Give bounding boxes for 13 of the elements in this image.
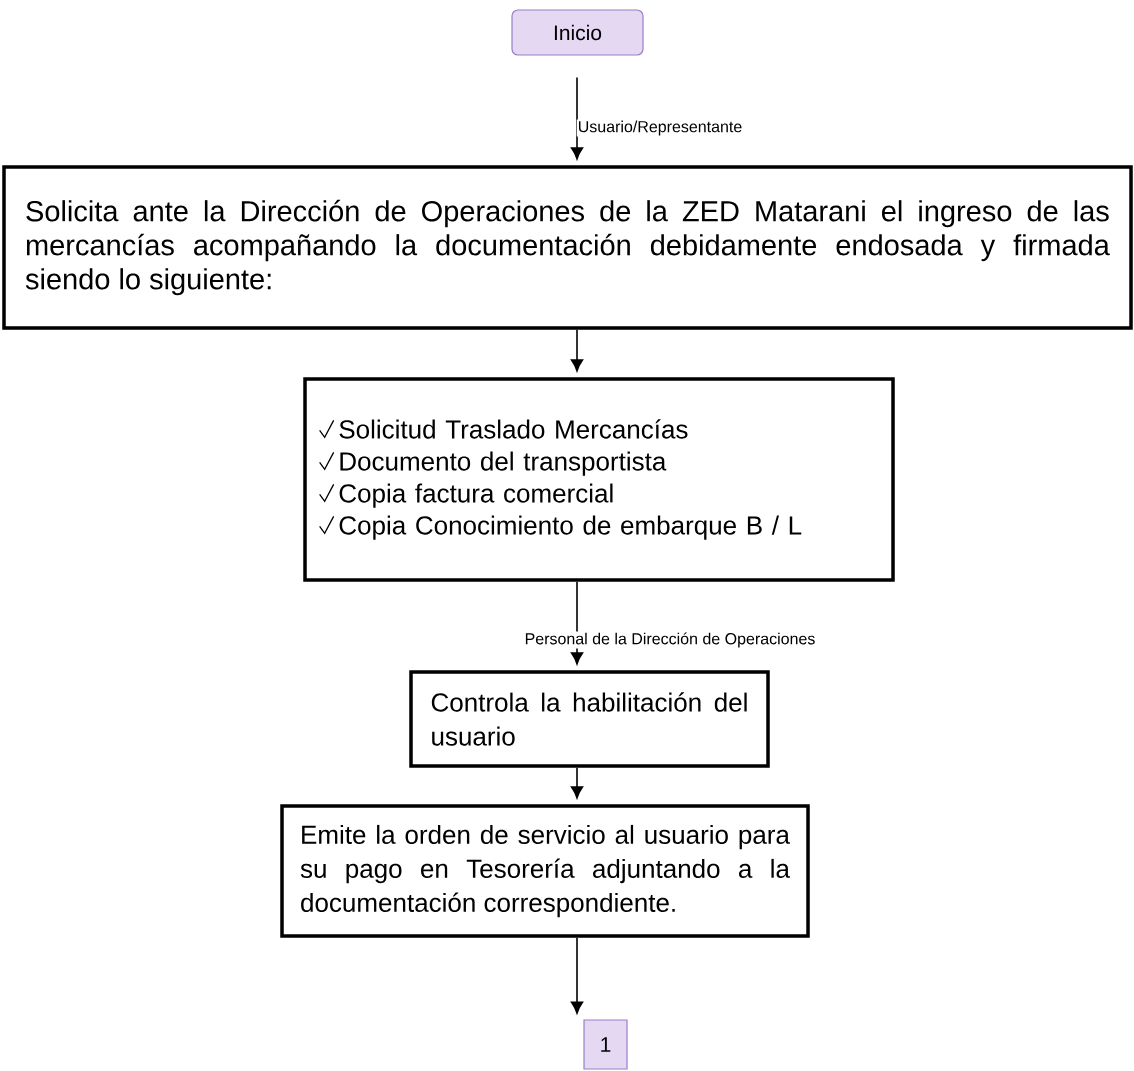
edge-label: Personal de la Dirección de Operaciones xyxy=(523,631,817,649)
arrow xyxy=(570,76,584,160)
arrow xyxy=(570,580,584,665)
process-box: Emite la orden de servicio al usuario para su pago en Tesorería adjuntando a la documentación correspondiente. xyxy=(280,804,810,938)
process-box: Controla la habilitación del usuario xyxy=(409,670,770,768)
connector-box: 1 xyxy=(583,1019,628,1070)
process-box: Solicita ante la Dirección de Operaciones de la ZED Matarani el ingreso de las mercancías acompañando la documentación debidamente endosada y firmada siendo lo siguiente: xyxy=(2,165,1133,330)
arrow xyxy=(570,766,584,799)
arrow xyxy=(570,936,584,1014)
arrow xyxy=(570,328,584,372)
checklist-box: Solicitud Traslado Mercancías Documento del transportista Copia factura comercial Copia Conocimiento de embarque B / L xyxy=(303,377,895,582)
edge-label: Usuario/Representante xyxy=(576,119,744,137)
start-terminal: Inicio xyxy=(511,9,644,56)
